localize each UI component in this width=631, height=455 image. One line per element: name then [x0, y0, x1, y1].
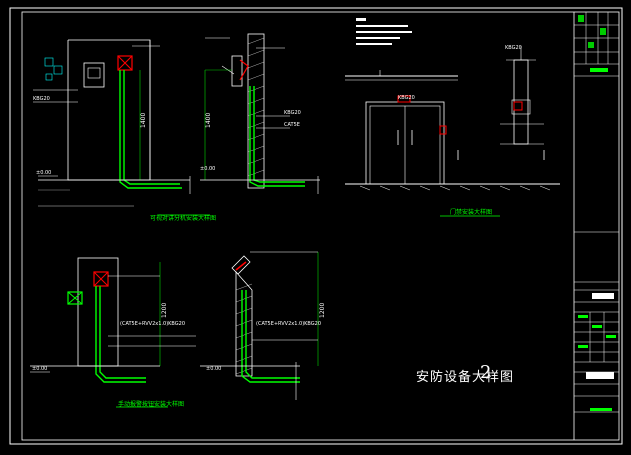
- drawing-title: 安防设备大样图: [416, 370, 515, 385]
- level-label-4: ±0.00: [206, 366, 221, 372]
- detail-wall-section: [189, 33, 320, 194]
- level-label-2: ±0.00: [200, 166, 215, 172]
- detail-door: [345, 18, 560, 217]
- cable-label-3: CAT5E: [284, 122, 300, 128]
- cable-label-4: KBG20: [398, 95, 415, 101]
- dimension-1400-b: 1400: [205, 113, 212, 128]
- outer-frame: [9, 7, 623, 445]
- title-block: [573, 12, 619, 440]
- cable-label-7: (CAT5E+RVV2x1.0)KBG20: [256, 321, 321, 327]
- cable-label-1: KBG20: [33, 96, 50, 102]
- drawing-number: 2: [480, 362, 492, 383]
- caption-door: 门禁安装大样图: [450, 208, 492, 216]
- cable-label-5: KBG20: [505, 45, 522, 51]
- dimension-1200-b: 1200: [319, 303, 326, 318]
- caption-button: 手动报警按钮安装大样图: [118, 400, 184, 408]
- caption-intercom: 可视对讲分机安装大样图: [150, 214, 216, 222]
- cable-label-2: KBG20: [284, 110, 301, 116]
- cable-label-6: (CAT5E+RVV2x1.0)KBG20: [120, 321, 185, 327]
- inner-frame: [21, 11, 620, 441]
- level-label-1: ±0.00: [36, 170, 51, 176]
- detail-button: [30, 257, 196, 408]
- dimension-1200-a: 1200: [161, 303, 168, 318]
- detail-intercom: [33, 39, 210, 216]
- dimension-1400-a: 1400: [140, 113, 147, 128]
- detail-camera: [200, 251, 319, 400]
- level-label-3: ±0.00: [32, 366, 47, 372]
